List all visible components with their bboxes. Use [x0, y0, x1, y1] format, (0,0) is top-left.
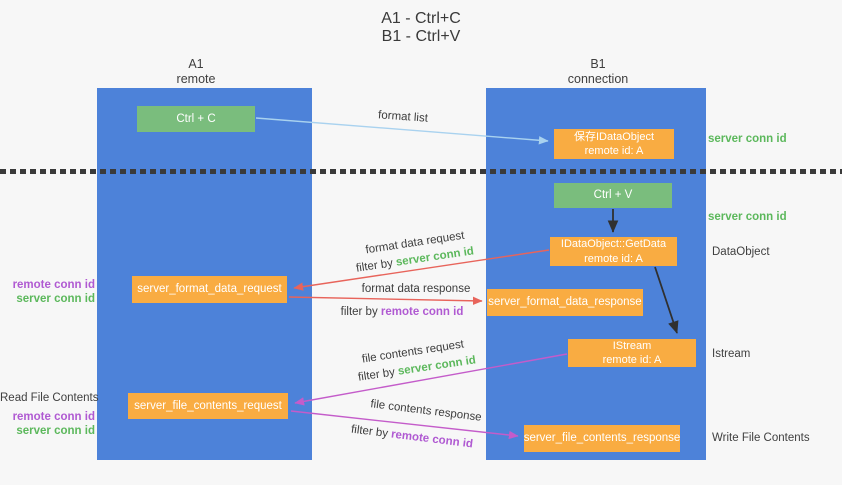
lifeline-header-a1: A1 remote	[146, 57, 246, 87]
lifeline-header-b1: B1 connection	[548, 57, 648, 87]
istream-node: IStream remote id: A	[568, 339, 696, 367]
file-contents-response-arrow	[290, 410, 519, 440]
server-file-contents-request-label: server_file_contents_request	[134, 399, 282, 412]
remote-conn-id-annotation: remote conn id	[12, 411, 95, 423]
title-line-a1: A1 - Ctrl+C	[381, 10, 461, 27]
left-conn-id-annotation-top: remote conn id server conn id	[0, 278, 95, 306]
server-format-data-response-label: server_format_data_response	[488, 296, 642, 309]
istream-annotation: Istream	[712, 348, 751, 360]
remote-conn-id-text: remote conn id	[380, 306, 464, 318]
server-file-contents-response-node: server_file_contents_response	[524, 425, 680, 452]
idataobject-getdata-node: IDataObject::GetData remote id: A	[550, 237, 677, 266]
server-conn-id-annotation-mid: server conn id	[708, 211, 787, 223]
server-file-contents-response-label: server_file_contents_response	[523, 432, 681, 445]
getdata-line2: remote id: A	[584, 252, 643, 265]
format-data-response-arrow	[288, 296, 483, 306]
title-line-b1: B1 - Ctrl+V	[381, 28, 461, 46]
ctrl-c-node: Ctrl + C	[137, 106, 255, 132]
diagram-title: A1 - Ctrl+C B1 - Ctrl+V	[0, 10, 842, 47]
getdata-line1: IDataObject::GetData	[560, 238, 667, 251]
filter-by-remote-conn-id-label-1: filter by remote conn id	[341, 306, 464, 318]
istream-line1: IStream	[612, 339, 652, 352]
ctrl-v-label: Ctrl + V	[593, 189, 633, 202]
save-idataobject-node: 保存IDataObject remote id: A	[554, 129, 674, 159]
getdata-to-istream-arrow	[654, 266, 679, 334]
save-idataobject-line1: 保存IDataObject	[573, 130, 655, 143]
dotted-separator-line	[0, 169, 842, 174]
istream-line2: remote id: A	[602, 354, 662, 366]
server-conn-id-annotation: server conn id	[16, 425, 95, 438]
server-format-data-request-label: server_format_data_request	[137, 283, 282, 296]
lifeline-b1-role: connection	[567, 71, 629, 86]
save-idataobject-line2: remote id: A	[584, 145, 644, 157]
read-file-contents-annotation: Read File Contents	[0, 392, 99, 404]
server-file-contents-request-node: server_file_contents_request	[128, 393, 288, 419]
format-data-response-label: format data response	[361, 283, 471, 295]
remote-conn-id-annotation: remote conn id	[12, 279, 95, 291]
server-conn-id-annotation-top: server conn id	[708, 133, 787, 145]
file-contents-request-arrow	[294, 353, 568, 406]
ctrl-v-node: Ctrl + V	[554, 183, 672, 208]
lifeline-a1-role: remote	[176, 71, 216, 86]
lifeline-b1-name: B1	[590, 57, 606, 71]
format-list-arrow	[255, 117, 549, 145]
write-file-contents-annotation: Write File Contents	[712, 432, 810, 444]
filter-by-text: filter by	[340, 306, 378, 318]
lifeline-a1-name: A1	[188, 57, 204, 71]
ctrl-c-label: Ctrl + C	[176, 112, 216, 125]
server-format-data-request-node: server_format_data_request	[132, 276, 287, 303]
left-conn-id-annotation-bottom: remote conn id server conn id	[0, 410, 95, 438]
server-conn-id-annotation: server conn id	[16, 293, 95, 306]
dataobject-annotation: DataObject	[712, 246, 770, 258]
server-format-data-response-node: server_format_data_response	[487, 289, 643, 316]
format-data-request-arrow	[293, 249, 550, 291]
